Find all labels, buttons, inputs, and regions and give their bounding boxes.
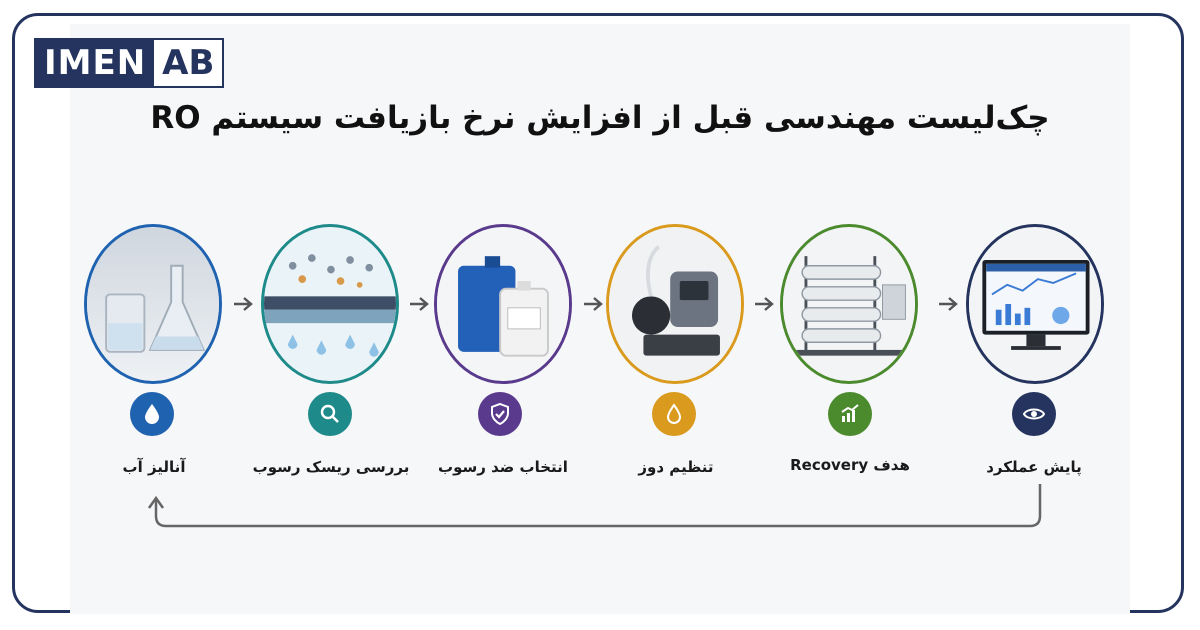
step-icon-growth-chart [828, 392, 872, 436]
scaling-membrane-illustration [264, 227, 396, 381]
step-image-scaling-risk [261, 224, 399, 384]
arrow-right-icon [410, 297, 429, 311]
brand-logo-part1: IMEN [34, 38, 155, 88]
step-icon-water-drop [130, 392, 174, 436]
shield-check-icon [491, 402, 509, 426]
page-title: چک‌لیست مهندسی قبل از افزایش نرخ بازیافت… [150, 100, 1050, 136]
water-drop-icon [145, 404, 159, 424]
arrow-right-icon [939, 297, 958, 311]
step-image-antiscalant-selection [434, 224, 572, 384]
arrow-right-icon [584, 297, 603, 311]
ro-skid-illustration [783, 227, 915, 381]
step-icon-drop [652, 392, 696, 436]
step-image-water-analysis [84, 224, 222, 384]
lab-glassware-illustration [87, 227, 219, 381]
step-icon-magnifier [308, 392, 352, 436]
dosing-pump-illustration [609, 227, 741, 381]
step-label-performance-monitoring: پایش عملکرد [986, 458, 1082, 476]
step-label-scaling-risk: بررسی ریسک رسوب [252, 458, 410, 476]
arrow-right-icon [755, 297, 774, 311]
step-label-antiscalant-selection: انتخاب ضد رسوب [438, 458, 568, 476]
step-image-dose-adjustment [606, 224, 744, 384]
growth-chart-icon [841, 404, 859, 422]
step-image-performance-monitoring [966, 224, 1104, 384]
step-icon-shield-check [478, 392, 522, 436]
arrow-right-icon [234, 297, 253, 311]
step-label-water-analysis: آنالیز آب [122, 458, 186, 476]
monitoring-screen-illustration [969, 227, 1101, 381]
chemical-canisters-illustration [437, 227, 569, 381]
eye-icon [1022, 408, 1046, 420]
step-icon-eye [1012, 392, 1056, 436]
drop-icon [666, 403, 682, 424]
magnifier-icon [320, 404, 339, 423]
step-label-recovery-target: هدف Recovery [790, 456, 910, 474]
step-label-dose-adjustment: تنظیم دوز [638, 458, 714, 476]
brand-logo: IMEN AB [34, 38, 225, 88]
brand-logo-part2: AB [154, 38, 225, 88]
step-image-recovery-target [780, 224, 918, 384]
